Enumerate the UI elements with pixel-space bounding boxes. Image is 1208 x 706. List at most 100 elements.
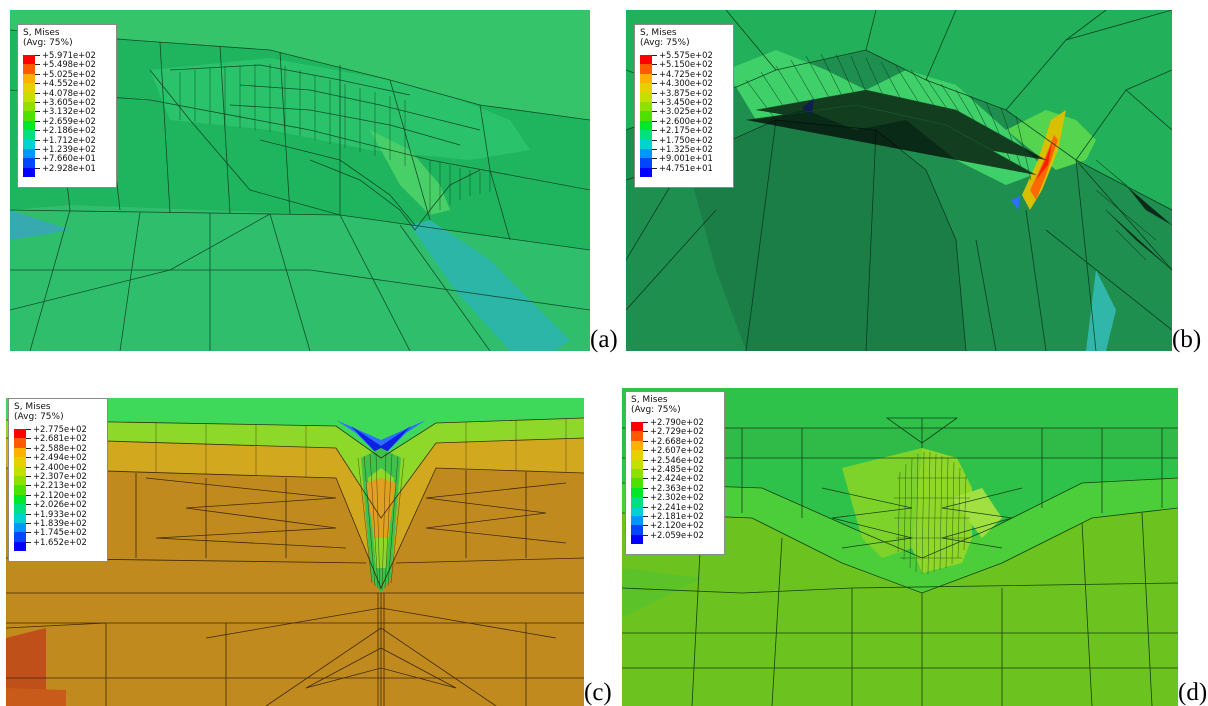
legend-tick bbox=[652, 120, 657, 122]
legend-value: +1.745e+02 bbox=[33, 527, 87, 538]
legend-tick bbox=[35, 83, 40, 85]
legend-value: +2.729e+02 bbox=[650, 426, 704, 437]
legend-subtitle: (Avg: 75%) bbox=[23, 38, 73, 48]
legend-tick bbox=[26, 532, 31, 534]
panel-a: S, Mises (Avg: 75%) +5.971e+02+5.498e+02… bbox=[10, 10, 590, 351]
legend-color-swatch bbox=[14, 532, 26, 542]
legend-tick bbox=[652, 167, 657, 169]
legend-color-swatch bbox=[640, 102, 652, 112]
legend-tick bbox=[643, 450, 648, 452]
legend-value: +1.652e+02 bbox=[33, 536, 87, 547]
legend-value: +1.839e+02 bbox=[33, 518, 87, 528]
legend-tick bbox=[35, 158, 40, 160]
legend-color-swatch bbox=[23, 139, 35, 149]
legend-tick bbox=[35, 73, 40, 75]
legend-color-swatch bbox=[631, 440, 643, 451]
legend-color-swatch bbox=[631, 525, 643, 535]
legend-color-swatch bbox=[23, 92, 35, 102]
legend-value: +2.600e+02 bbox=[659, 115, 713, 126]
legend-color-swatch bbox=[14, 494, 26, 505]
legend-tick bbox=[652, 158, 657, 160]
legend-value: +9.001e+01 bbox=[659, 153, 713, 164]
legend-color-swatch bbox=[631, 431, 643, 441]
stress-legend: S, Mises (Avg: 75%) +2.790e+02+2.729e+02… bbox=[625, 391, 725, 555]
legend-color-swatch bbox=[14, 523, 26, 533]
legend-tick bbox=[26, 504, 31, 506]
legend-color-swatch bbox=[640, 83, 652, 93]
legend-tick bbox=[643, 516, 648, 517]
legend-tick bbox=[26, 494, 31, 496]
legend-scale: +2.775e+02+2.681e+02+2.588e+02+2.494e+02… bbox=[14, 424, 102, 552]
legend-color-swatch bbox=[640, 158, 652, 168]
legend-tick bbox=[652, 139, 657, 141]
legend-value: +1.712e+02 bbox=[42, 134, 96, 145]
legend-color-swatch bbox=[640, 139, 652, 149]
legend-tick bbox=[643, 487, 648, 489]
legend-value: +2.668e+02 bbox=[650, 435, 704, 446]
legend-color-swatch bbox=[14, 429, 26, 439]
legend-tick bbox=[35, 149, 40, 150]
legend-value: +3.875e+02 bbox=[659, 87, 713, 98]
caption-a: (a) bbox=[590, 326, 618, 353]
legend-color-swatch bbox=[14, 513, 26, 523]
legend-subtitle: (Avg: 75%) bbox=[631, 405, 681, 415]
legend-value: +5.498e+02 bbox=[42, 59, 96, 70]
legend-value: +5.025e+02 bbox=[42, 68, 96, 79]
legend-value: +2.775e+02 bbox=[33, 424, 87, 434]
legend-value: +2.213e+02 bbox=[33, 480, 87, 491]
legend-color-swatch bbox=[631, 422, 643, 432]
legend-tick bbox=[35, 167, 40, 169]
legend-color-swatch bbox=[640, 73, 652, 84]
legend-tick bbox=[26, 476, 31, 477]
legend-value: +2.494e+02 bbox=[33, 452, 87, 463]
legend-color-swatch bbox=[23, 120, 35, 131]
legend-value: +7.660e+01 bbox=[42, 153, 96, 164]
legend-color-swatch bbox=[23, 111, 35, 121]
stress-legend: S, Mises (Avg: 75%) +5.575e+02+5.150e+02… bbox=[634, 24, 734, 188]
legend-tick bbox=[652, 102, 657, 103]
legend-tick bbox=[26, 466, 31, 468]
legend-value: +3.605e+02 bbox=[42, 97, 96, 107]
legend-color-swatch bbox=[23, 158, 35, 168]
legend-tick bbox=[26, 513, 31, 515]
legend-value: +2.363e+02 bbox=[650, 482, 704, 493]
panel-d: S, Mises (Avg: 75%) +2.790e+02+2.729e+02… bbox=[622, 388, 1178, 706]
legend-color-swatch bbox=[640, 167, 652, 178]
legend-value: +2.588e+02 bbox=[33, 442, 87, 453]
legend-tick bbox=[35, 55, 40, 56]
legend-color-swatch bbox=[14, 457, 26, 467]
legend-value: +2.485e+02 bbox=[650, 464, 704, 474]
legend-value: +2.120e+02 bbox=[33, 489, 87, 500]
legend-color-swatch bbox=[23, 73, 35, 84]
legend-value: +2.175e+02 bbox=[659, 125, 713, 136]
legend-color-swatch bbox=[14, 541, 26, 552]
legend-color-swatch bbox=[14, 466, 26, 476]
legend-color-swatch bbox=[631, 459, 643, 469]
legend-tick bbox=[26, 447, 31, 449]
legend-tick bbox=[35, 139, 40, 141]
legend-value: +5.575e+02 bbox=[659, 50, 713, 60]
legend-value: +2.607e+02 bbox=[650, 445, 704, 456]
legend-value: +4.552e+02 bbox=[42, 78, 96, 89]
legend-tick bbox=[652, 64, 657, 66]
legend-scale: +5.575e+02+5.150e+02+4.725e+02+4.300e+02… bbox=[640, 50, 728, 178]
legend-tick bbox=[652, 92, 657, 94]
legend-color-swatch bbox=[14, 485, 26, 495]
legend-subtitle: (Avg: 75%) bbox=[640, 38, 690, 48]
legend-tick bbox=[35, 92, 40, 94]
legend-value: +2.659e+02 bbox=[42, 115, 96, 126]
legend-tick bbox=[652, 111, 657, 113]
legend-color-swatch bbox=[631, 534, 643, 545]
stress-legend: S, Mises (Avg: 75%) +2.775e+02+2.681e+02… bbox=[8, 398, 108, 562]
caption-b: (b) bbox=[1172, 326, 1202, 353]
legend-value: +5.971e+02 bbox=[42, 50, 96, 60]
caption-d: (d) bbox=[1178, 679, 1208, 706]
legend-title: S, Mises bbox=[14, 402, 51, 412]
legend-color-swatch bbox=[631, 506, 643, 516]
legend-color-swatch bbox=[631, 469, 643, 479]
legend-subtitle: (Avg: 75%) bbox=[14, 412, 64, 422]
panel-b: S, Mises (Avg: 75%) +5.575e+02+5.150e+02… bbox=[626, 10, 1172, 351]
legend-color-swatch bbox=[640, 120, 652, 131]
legend-tick bbox=[643, 506, 648, 508]
legend-tick bbox=[643, 422, 648, 423]
